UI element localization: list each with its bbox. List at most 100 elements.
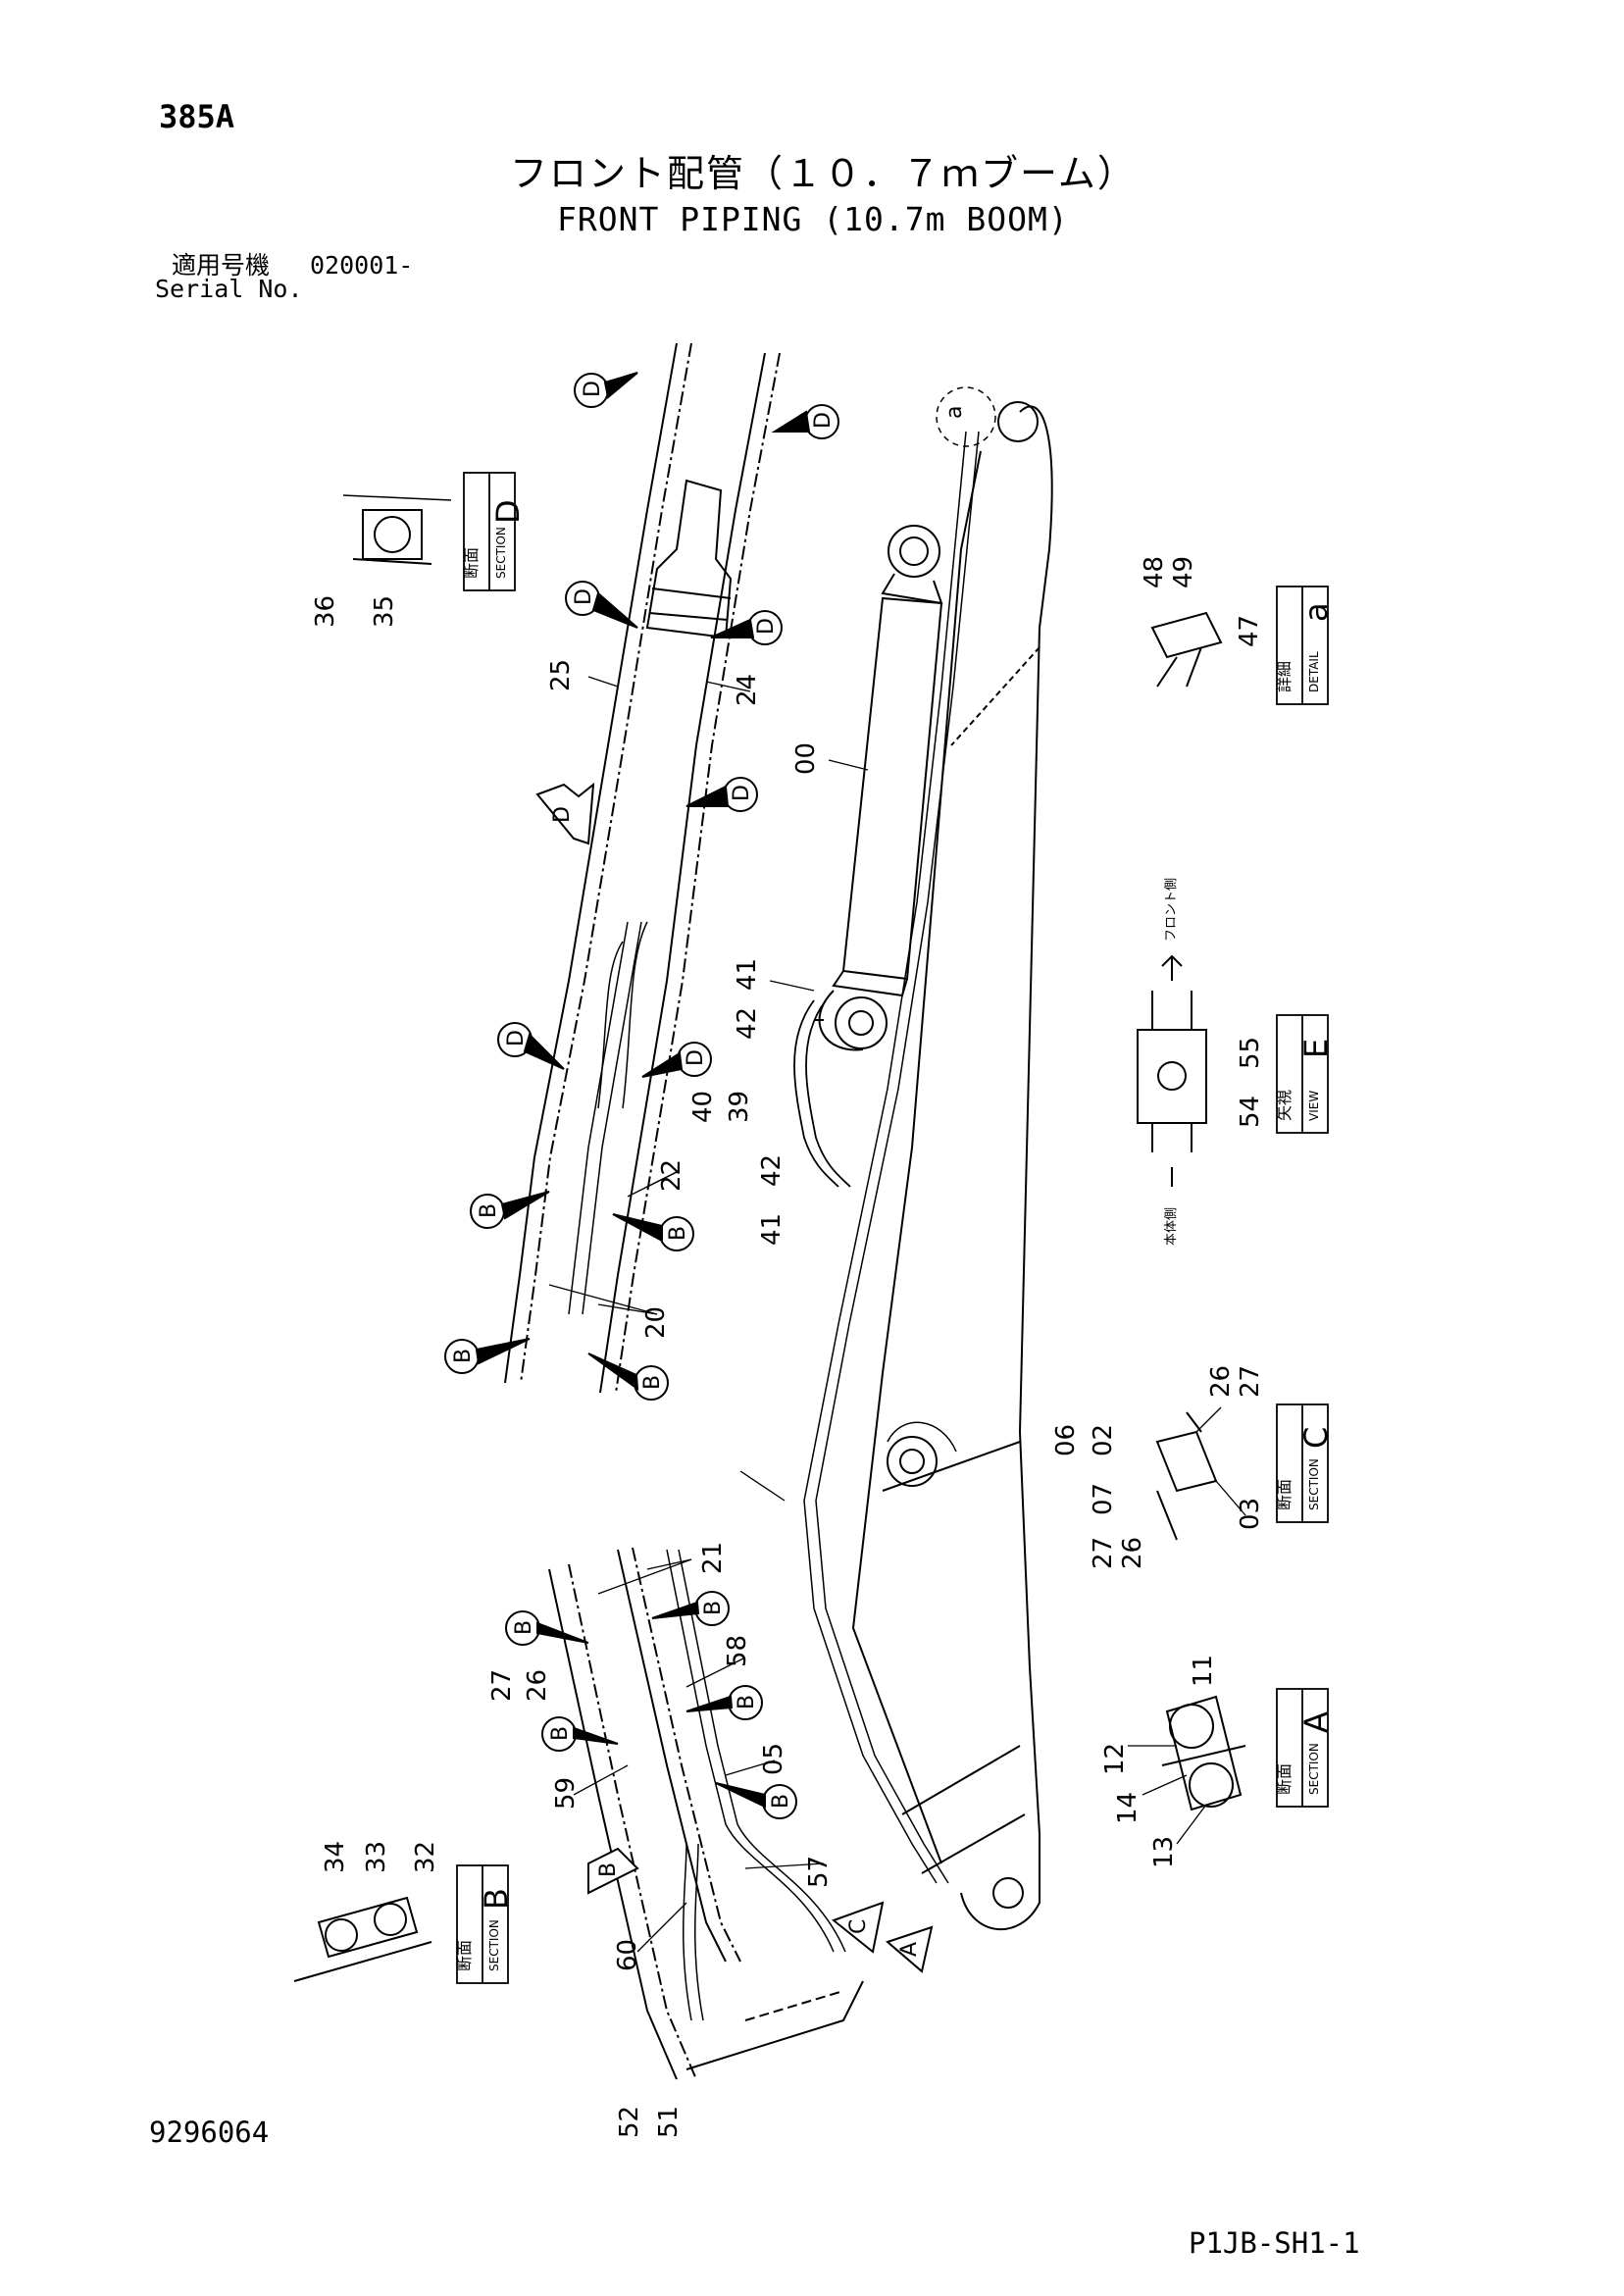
svg-text:B: B: [548, 1726, 573, 1741]
callout-number: 21: [698, 1542, 728, 1574]
svg-text:D: D: [572, 588, 596, 605]
callout-number: 58: [723, 1635, 752, 1667]
svg-text:A: A: [897, 1942, 922, 1957]
callout-number: 26: [1206, 1365, 1236, 1398]
marker-b: B: [444, 1338, 531, 1374]
detail-letter-a: a: [942, 406, 967, 419]
view-box-section-a: 断面 SECTION A: [1275, 1688, 1335, 1808]
marker-b: B: [685, 1685, 763, 1720]
cylinder-hose: [793, 999, 851, 1188]
callout-number: 36: [311, 595, 340, 628]
lower-pipe-assembly: [548, 1547, 864, 2080]
boom-cylinder: [814, 525, 943, 1051]
view-e-note-bottom: 本体側: [1164, 1207, 1179, 1246]
view-box-view-e: 矢視 VIEW E: [1275, 1014, 1335, 1134]
svg-text:B: B: [640, 1375, 665, 1390]
section-d-sketch: [342, 494, 452, 565]
view-box-section-b-jp: 断面: [455, 1940, 474, 1971]
marker-d: D: [641, 1042, 712, 1078]
view-box-section-c-jp: 断面: [1275, 1479, 1294, 1510]
callout-number: 34: [321, 1841, 350, 1873]
svg-text:B: B: [769, 1794, 793, 1809]
marker-d: D: [574, 372, 638, 408]
marker-d: D: [685, 777, 758, 812]
boom-top-pipe: [803, 386, 996, 1884]
svg-text:D: D: [504, 1030, 529, 1046]
marker-b: B: [651, 1591, 730, 1626]
view-box-view-e-en: VIEW: [1307, 1091, 1321, 1121]
document-number: 9296064: [149, 2116, 270, 2149]
view-box-section-b: 断面 SECTION B: [455, 1864, 515, 1984]
marker-d: D: [710, 610, 783, 645]
view-box-section-b-en: SECTION: [487, 1919, 501, 1971]
svg-text:D: D: [811, 412, 836, 429]
serial-label-english: Serial No.: [155, 275, 303, 303]
callout-number: 54: [1236, 1096, 1265, 1128]
view-box-section-c-letter: C: [1297, 1427, 1335, 1449]
svg-text:D: D: [550, 806, 575, 823]
marker-d: D: [771, 404, 839, 439]
callout-number: 27: [1089, 1537, 1118, 1569]
callout-number: 24: [733, 674, 762, 706]
callout-number: 52: [615, 2106, 644, 2138]
section-b-sketch: [293, 1896, 432, 1982]
marker-d: D: [497, 1022, 565, 1070]
callout-number: 55: [1236, 1037, 1265, 1069]
view-box-section-a-jp: 断面: [1275, 1763, 1294, 1795]
upper-pipe-assembly: [504, 342, 781, 1394]
callout-number: 49: [1169, 556, 1198, 588]
callout-number: 48: [1140, 556, 1169, 588]
callout-number: 14: [1113, 1792, 1142, 1824]
sheet-code: P1JB-SH1-1: [1189, 2226, 1360, 2260]
callout-number: 27: [1236, 1365, 1265, 1398]
marker-b: B: [612, 1213, 694, 1251]
view-e-sketch: [1137, 954, 1207, 1187]
view-box-section-d-en: SECTION: [494, 527, 508, 579]
callout-number: 26: [1118, 1537, 1147, 1569]
callout-number: 41: [733, 958, 762, 991]
section-a-sketch: [1161, 1695, 1246, 1811]
svg-text:C: C: [846, 1919, 871, 1934]
svg-text:B: B: [512, 1620, 536, 1635]
svg-text:B: B: [451, 1349, 476, 1363]
view-box-section-d-jp: 断面: [462, 547, 481, 579]
view-box-section-c: 断面 SECTION C: [1275, 1403, 1335, 1523]
svg-text:B: B: [596, 1862, 621, 1877]
leader-lines: [548, 676, 1246, 1953]
marker-b: B: [587, 1352, 669, 1401]
marker-b: B: [541, 1716, 619, 1752]
callout-number: 26: [523, 1669, 552, 1702]
arrow-marker-d: D: [535, 782, 595, 845]
callout-number: 11: [1189, 1655, 1218, 1687]
callout-number: 06: [1051, 1424, 1081, 1456]
marker-group: D D D D D D D B B B B B B B B B D B C A …: [444, 372, 967, 1973]
view-box-detail-a-jp: 詳細: [1275, 661, 1294, 692]
view-box-section-a-en: SECTION: [1307, 1743, 1321, 1795]
svg-text:D: D: [730, 785, 754, 801]
callout-number: 60: [613, 1939, 642, 1971]
callout-number: 57: [804, 1856, 834, 1888]
serial-value: 020001-: [310, 251, 414, 280]
callout-number: 33: [362, 1841, 391, 1873]
svg-text:B: B: [735, 1695, 759, 1709]
callout-number: 51: [654, 2106, 684, 2138]
callout-number: 22: [657, 1159, 686, 1192]
callout-number: 02: [1089, 1424, 1118, 1456]
callout-number: 41: [757, 1213, 787, 1246]
page-number: 385A: [159, 98, 235, 135]
part-callouts: 36 35 48 49 47 25 24 00 41 42 40 39 42 4…: [311, 556, 1265, 2138]
section-c-sketch: [1155, 1411, 1218, 1541]
callout-number: 25: [546, 659, 576, 691]
svg-text:B: B: [666, 1226, 690, 1241]
title-japanese: フロント配管（１０．７ｍブーム）: [510, 152, 1137, 195]
marker-b: B: [505, 1610, 589, 1646]
callout-number: 42: [733, 1007, 762, 1040]
marker-d: D: [565, 581, 638, 629]
callout-number: 07: [1089, 1483, 1118, 1515]
boom-body: [851, 401, 1053, 1930]
callout-number: 47: [1235, 615, 1264, 647]
svg-text:D: D: [754, 618, 779, 635]
arrow-marker-b: B: [587, 1847, 639, 1895]
callout-number: 39: [725, 1091, 754, 1123]
